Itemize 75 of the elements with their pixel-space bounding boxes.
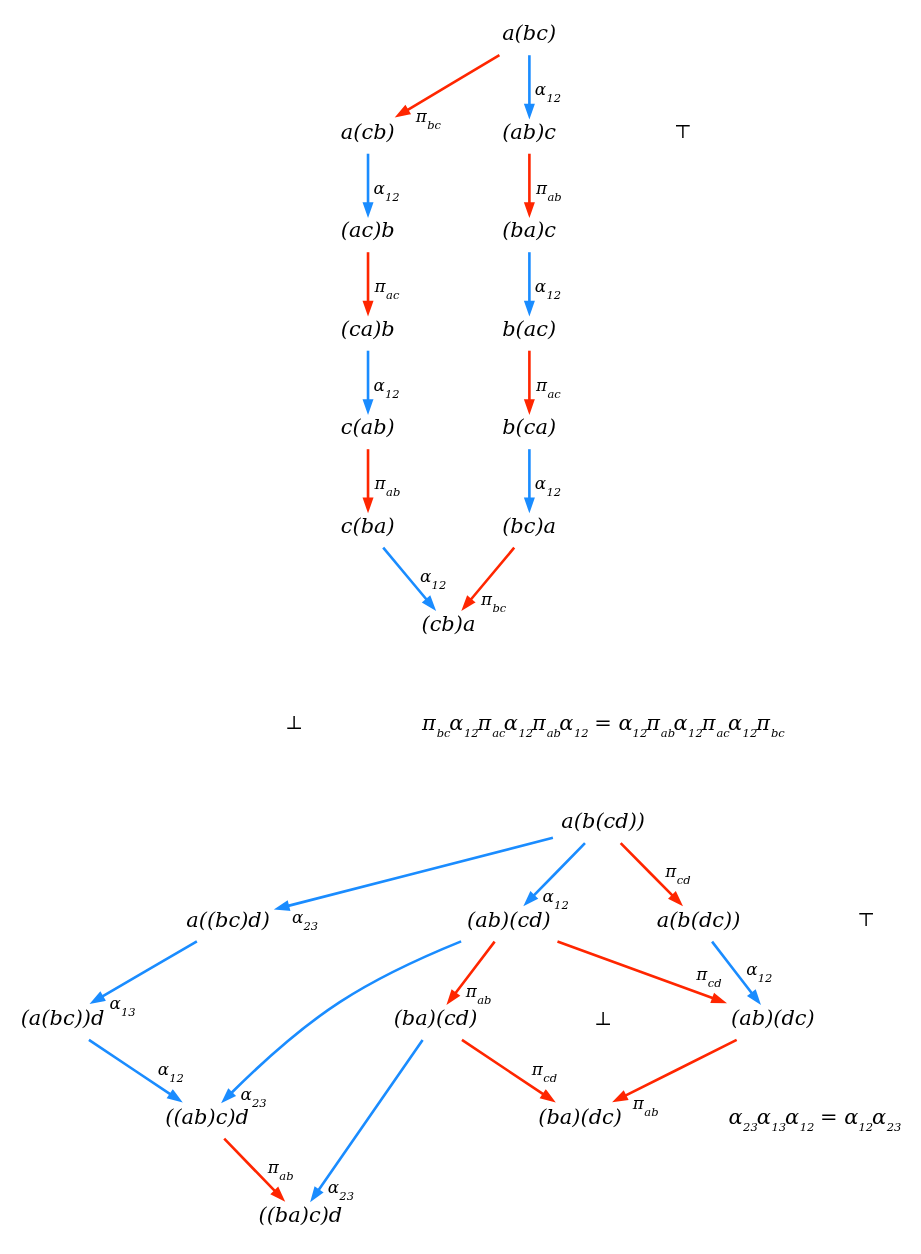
- arrow: [523, 153, 535, 218]
- arrow: [523, 449, 535, 514]
- arrow: [523, 252, 535, 317]
- edge-label: α$_{23}$: [291, 907, 319, 934]
- node-text: a(bc): [502, 21, 557, 46]
- label: α$_{23}$α$_{13}$α$_{12}$ = α$_{12}$α$_{23}$: [728, 1104, 902, 1134]
- edge-label: π$_{ac}$: [535, 374, 561, 401]
- node-text: (cb)a: [421, 612, 476, 637]
- arrow: [221, 940, 462, 1104]
- edge-label: π$_{cd}$: [531, 1059, 558, 1086]
- node-text: a(cb): [340, 119, 395, 144]
- edge-label: π$_{bc}$: [415, 106, 442, 133]
- node-text: b(ca): [502, 415, 557, 440]
- arrow: [223, 1137, 286, 1202]
- arrow: [523, 55, 535, 120]
- edge-label: α$_{12}$: [157, 1059, 184, 1086]
- node-text: a(b(dc)): [656, 907, 741, 932]
- edge-label: π$_{ab}$: [535, 177, 562, 204]
- label: ⊥: [594, 1006, 613, 1029]
- node-text: c(ab): [340, 415, 395, 440]
- edge-label: α$_{12}$: [534, 79, 562, 106]
- arrow: [382, 546, 437, 611]
- arrow: [362, 350, 374, 415]
- node-text: (ac)b: [340, 218, 395, 243]
- node-text: (ba)c: [502, 218, 557, 243]
- edge-label: α$_{12}$: [420, 565, 447, 592]
- edge-label: α$_{12}$: [373, 177, 400, 204]
- arrow: [362, 252, 374, 317]
- arrow: [273, 836, 554, 911]
- label: π$_{bc}$α$_{12}$π$_{ac}$α$_{12}$π$_{ab}$α$_{12}$ = α$_{12}$π$_{ab}$α$_{12}$π$_{ac}$α$_{12}$π$_{bc}$: [421, 710, 785, 740]
- arrow: [461, 546, 516, 611]
- edge-label: π$_{ac}$: [374, 276, 400, 303]
- node-text: (bc)a: [502, 513, 557, 538]
- node-text: (ba)(cd): [393, 1006, 478, 1031]
- arrow: [89, 940, 198, 1004]
- label: ⊤: [857, 908, 876, 931]
- node-text: b(ac): [502, 316, 557, 341]
- edge-label: π$_{ab}$: [374, 473, 401, 500]
- edge-label: α$_{12}$: [746, 959, 773, 986]
- edge-label: π$_{ab}$: [465, 981, 492, 1008]
- arrow: [619, 842, 684, 907]
- edge-label: α$_{23}$: [327, 1177, 354, 1204]
- arrow: [461, 1038, 556, 1103]
- edge-label: π$_{cd}$: [665, 861, 691, 888]
- arrow: [362, 153, 374, 218]
- edge-label: π$_{cd}$: [696, 963, 722, 990]
- arrow: [446, 940, 496, 1005]
- edge-label: π$_{bc}$: [480, 588, 507, 615]
- edge-label: α$_{13}$: [109, 992, 136, 1019]
- arrow: [394, 53, 501, 118]
- arrow: [523, 842, 586, 907]
- arrow: [557, 940, 727, 1004]
- arrow: [88, 1038, 183, 1103]
- node-text: c(ba): [340, 513, 395, 538]
- node-text: (ba)(dc): [538, 1104, 622, 1129]
- edge-label: π$_{ab}$: [267, 1156, 294, 1183]
- node-text: (ca)b: [340, 316, 395, 341]
- node-text: a((bc)d): [186, 907, 270, 932]
- label: ⊥: [285, 711, 304, 734]
- node-text: (ab)(cd): [467, 907, 551, 932]
- arrow: [711, 940, 761, 1005]
- arrow: [310, 1039, 424, 1203]
- edge-label: π$_{ab}$: [632, 1093, 659, 1120]
- node-text: (a(bc))d: [20, 1006, 105, 1031]
- label: ⊤: [673, 120, 692, 143]
- node-text: a(b(cd)): [561, 809, 646, 834]
- edge-label: α$_{12}$: [534, 276, 562, 303]
- arrow: [523, 350, 535, 415]
- node-text: (ab)(dc): [731, 1006, 815, 1031]
- arrow: [612, 1038, 738, 1103]
- arrow: [362, 449, 374, 514]
- edge-label: α$_{12}$: [373, 374, 400, 401]
- edge-label: α$_{12}$: [534, 473, 562, 500]
- node-text: (ab)c: [502, 119, 557, 144]
- node-text: ((ba)c)d: [258, 1203, 343, 1228]
